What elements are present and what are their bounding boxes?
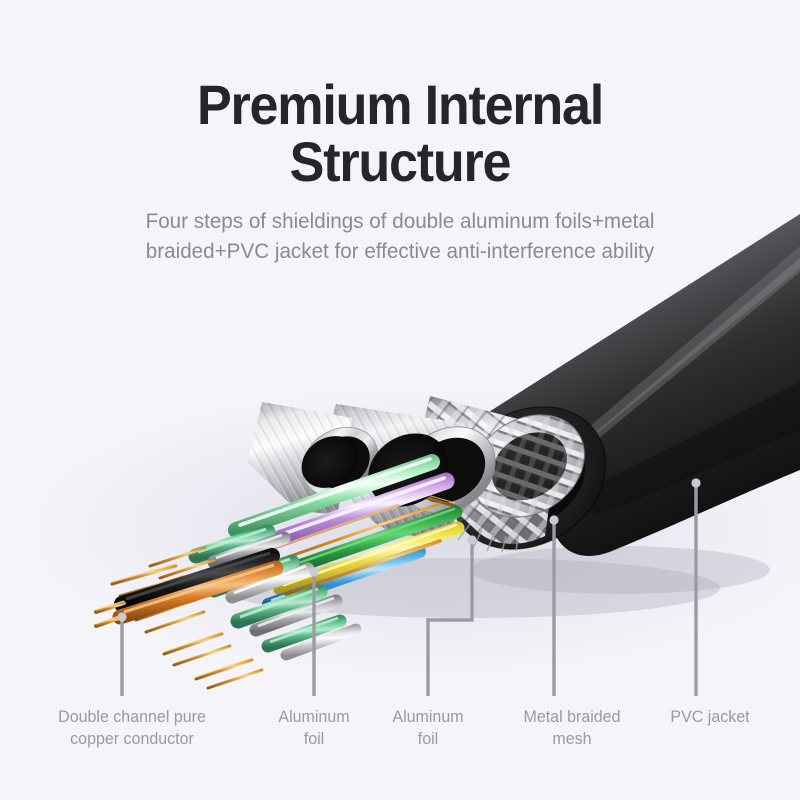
page-subtitle: Four steps of shieldings of double alumi… bbox=[16, 190, 784, 266]
subtitle-line-1: Four steps of shieldings of double alumi… bbox=[145, 209, 655, 233]
leader-dot-pvc-jacket bbox=[691, 478, 701, 488]
leader-dot-aluminum-foil-inner bbox=[309, 567, 319, 577]
leader-dots bbox=[117, 478, 701, 622]
leader-aluminum-foil-outer bbox=[426, 540, 474, 696]
callout-label-pvc-jacket: PVC jacket bbox=[670, 708, 750, 726]
double-channel-copper-conductor bbox=[94, 548, 284, 628]
callout-label-aluminum-foil-inner: Aluminum foil bbox=[278, 708, 350, 748]
leader-dot-aluminum-foil-outer bbox=[467, 535, 477, 545]
leader-lines bbox=[120, 483, 698, 696]
title-line-1: Premium Internal bbox=[196, 73, 604, 136]
leader-dot-copper-conductor bbox=[117, 612, 127, 622]
headline-block: Premium Internal Structure Four steps of… bbox=[0, 0, 800, 266]
callout-label-copper-conductor: Double channel pure copper conductor bbox=[58, 708, 206, 748]
leader-dot-metal-braided-mesh bbox=[549, 515, 559, 525]
callout-label-metal-braided-mesh: Metal braided mesh bbox=[523, 708, 621, 748]
title-line-2: Structure bbox=[289, 130, 512, 193]
callout-label-aluminum-foil-outer: Aluminum foil bbox=[392, 708, 464, 748]
page-title: Premium Internal Structure bbox=[28, 0, 772, 190]
subtitle-line-2: braided+PVC jacket for effective anti-in… bbox=[145, 239, 655, 263]
